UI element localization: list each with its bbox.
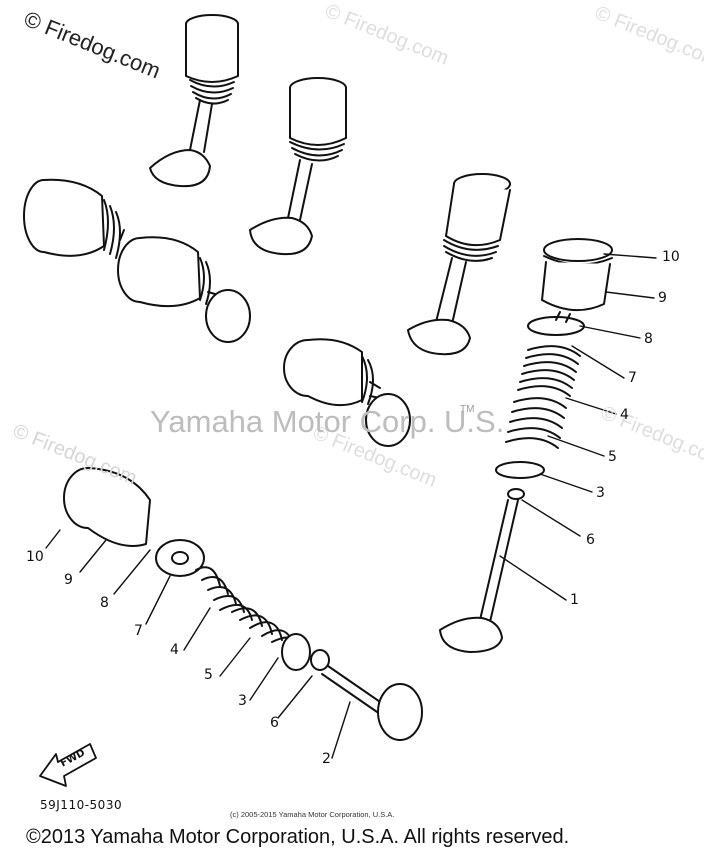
exploded-valve-right	[439, 238, 613, 653]
callout-right-9: 9	[658, 290, 667, 306]
callout-right-1: 1	[570, 592, 579, 608]
valve-assembly-side-2	[117, 236, 251, 343]
valve-assembly-top-2	[249, 77, 347, 256]
part-number: 59J110-5030	[40, 798, 123, 812]
callout-left-9: 9	[64, 572, 73, 588]
callout-right-4: 4	[620, 407, 629, 423]
callout-right-7: 7	[628, 370, 637, 386]
callout-right-3: 3	[596, 485, 605, 501]
valve-assembly-side-3	[283, 338, 411, 447]
callout-left-4: 4	[170, 642, 179, 658]
callout-left-5: 5	[204, 667, 213, 683]
callout-left-10: 10	[26, 549, 44, 565]
valve-assembly-side-1	[23, 178, 125, 259]
watermark-tm: TM	[460, 404, 475, 415]
callout-left-3: 3	[238, 693, 247, 709]
callout-left-8: 8	[100, 595, 109, 611]
copyright-notice: ©2013 Yamaha Motor Corporation, U.S.A. A…	[26, 826, 570, 848]
small-copyright: (c) 2005-2015 Yamaha Motor Corporation, …	[230, 810, 395, 819]
watermark-yamaha: Yamaha Motor Corp. U.S.	[150, 404, 505, 439]
callout-right-5: 5	[608, 449, 617, 465]
valve-assembly-top-3	[407, 173, 511, 356]
callout-left-6: 6	[270, 715, 279, 731]
callout-right-8: 8	[644, 331, 653, 347]
callout-right-10: 10	[662, 249, 680, 265]
callout-left-2: 2	[322, 751, 331, 767]
fwd-arrow-icon	[39, 743, 97, 787]
callout-left-7: 7	[134, 623, 143, 639]
exploded-valve-left	[63, 467, 423, 741]
valve-assembly-top-1	[149, 14, 239, 188]
callout-right-6: 6	[586, 532, 595, 548]
leader-lines-left	[45, 529, 351, 759]
leader-lines-right	[499, 253, 657, 601]
